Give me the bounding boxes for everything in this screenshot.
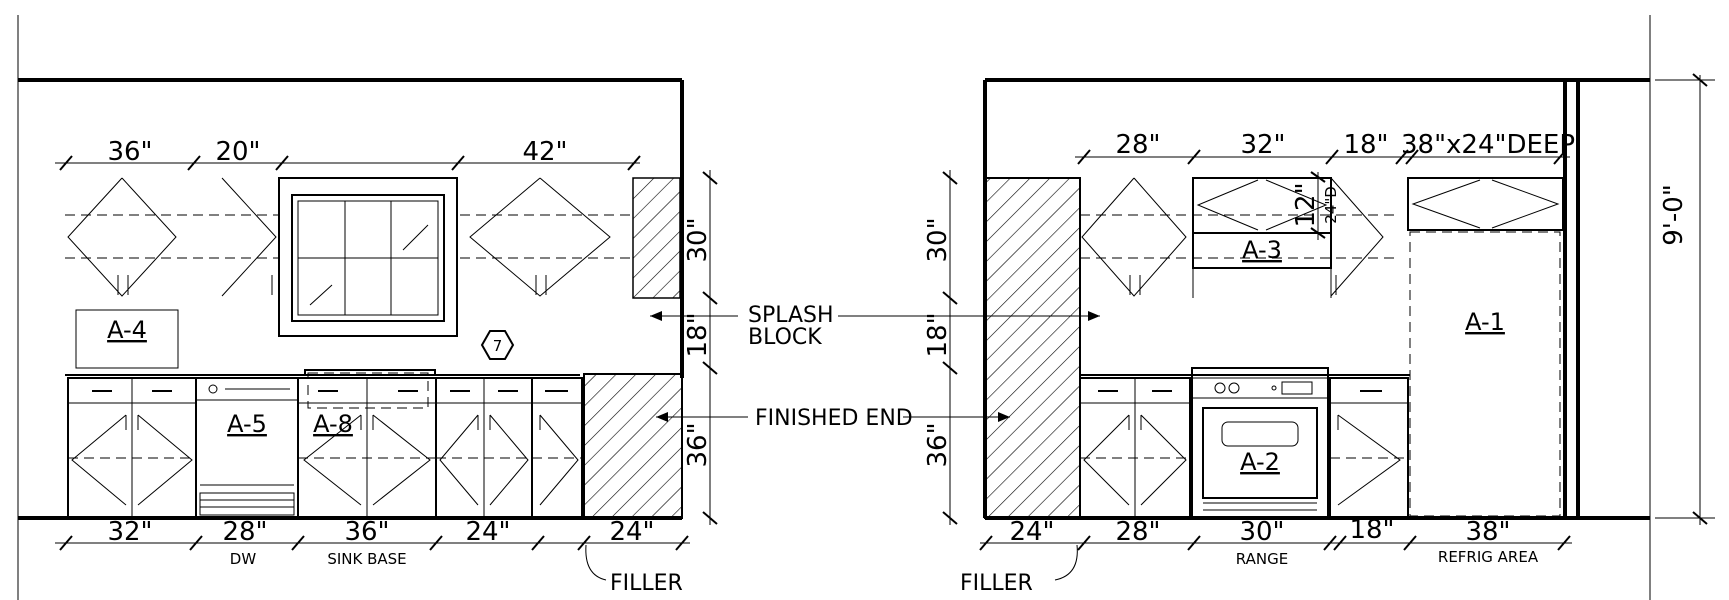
note-range: RANGE [1236, 550, 1288, 568]
tag-a1: A-1 [1465, 308, 1505, 336]
finished-end-label: FINISHED END [755, 406, 913, 431]
dim-left-base-5: 24" [609, 517, 654, 547]
dim-hood-depth: 24"D [1322, 186, 1340, 224]
dim-right-base-2: 28" [1115, 517, 1160, 547]
tag-a4-panel [75, 309, 179, 369]
left-base-cabinets [67, 372, 583, 519]
splash-label-line1: SPLASH [748, 303, 834, 328]
right-filler-leader [1054, 544, 1078, 581]
left-upper-dimensions: 36" 20" 42" [55, 137, 641, 171]
dim-hood-height: 12" [1291, 182, 1321, 227]
hex-tag-7 [480, 330, 515, 360]
dim-right-height-1: 30" [923, 217, 953, 262]
dim-right-height-2: 18" [923, 312, 953, 357]
left-upper-cabinets [65, 177, 635, 297]
note-refrig-area: REFRIG AREA [1438, 548, 1539, 566]
dim-right-upper-4: 38"x24"DEEP [1401, 130, 1575, 160]
dim-left-height-3: 36" [683, 422, 713, 467]
dim-left-base-1: 32" [107, 517, 152, 547]
note-dw: DW [230, 550, 257, 568]
dim-left-base-4: 24" [465, 517, 510, 547]
dim-right-base-4: 18" [1349, 515, 1394, 545]
tag-a8: A-8 [313, 410, 353, 438]
tag-a4: A-4 [107, 316, 147, 344]
right-upper-cabinets: A-3 [1080, 177, 1564, 298]
tag-a2: A-2 [1240, 448, 1280, 476]
dim-right-upper-1: 28" [1115, 130, 1160, 160]
dim-left-upper-3: 42" [522, 137, 567, 167]
right-base-cabinets: A-2 [1079, 367, 1409, 519]
left-filler-leader [585, 544, 607, 581]
right-base-dimensions: 24" 28" 30" 18" 38" RANGE REFRIG AREA [979, 515, 1572, 568]
dim-left-base-3: 36" [344, 517, 389, 547]
dim-right-height-3: 36" [923, 422, 953, 467]
refrigerator-area [1409, 231, 1561, 517]
tag-a3: A-3 [1242, 236, 1282, 264]
center-callouts: SPLASH BLOCK FINISHED END [650, 298, 1100, 431]
dim-right-upper-2: 32" [1240, 130, 1285, 160]
left-finished-end [583, 373, 683, 519]
right-filler-label: FILLER [960, 571, 1033, 596]
dim-left-upper-2: 20" [215, 137, 260, 167]
right-elevation: A-3 A-1 [923, 15, 1715, 600]
dim-left-base-2: 28" [222, 517, 267, 547]
hex-tag-7-label: 7 [493, 337, 503, 355]
right-finished-end [984, 177, 1081, 519]
left-height-dimensions: 30" 18" 36" [683, 170, 718, 525]
left-upper-filler-block [632, 177, 681, 299]
dim-right-upper-3: 18" [1343, 130, 1388, 160]
note-sink-base: SINK BASE [327, 550, 406, 568]
tag-a5: A-5 [227, 410, 267, 438]
right-height-dimensions: 30" 18" 36" [923, 170, 958, 525]
dim-left-height-2: 18" [683, 312, 713, 357]
right-upper-dimensions: 28" 32" 18" 38"x24"DEEP [1075, 130, 1575, 165]
dim-left-height-1: 30" [683, 217, 713, 262]
dim-right-base-3: 30" [1239, 517, 1284, 547]
left-elevation: A-4 7 [17, 15, 718, 600]
window [278, 177, 458, 337]
dim-left-upper-1: 36" [107, 137, 152, 167]
dim-overall-height: 9'-0" [1659, 184, 1689, 246]
left-filler-label: FILLER [610, 571, 683, 596]
dim-right-base-1: 24" [1009, 517, 1054, 547]
overall-height-dimension: 9'-0" [1655, 73, 1715, 525]
dim-right-base-5: 38" [1465, 517, 1510, 547]
left-base-dimensions: 32" 28" 36" 24" 24" DW SINK BASE [55, 517, 690, 568]
splash-label-line2: BLOCK [748, 325, 822, 350]
hood-dimensions: 12" 24"D [1291, 171, 1340, 240]
